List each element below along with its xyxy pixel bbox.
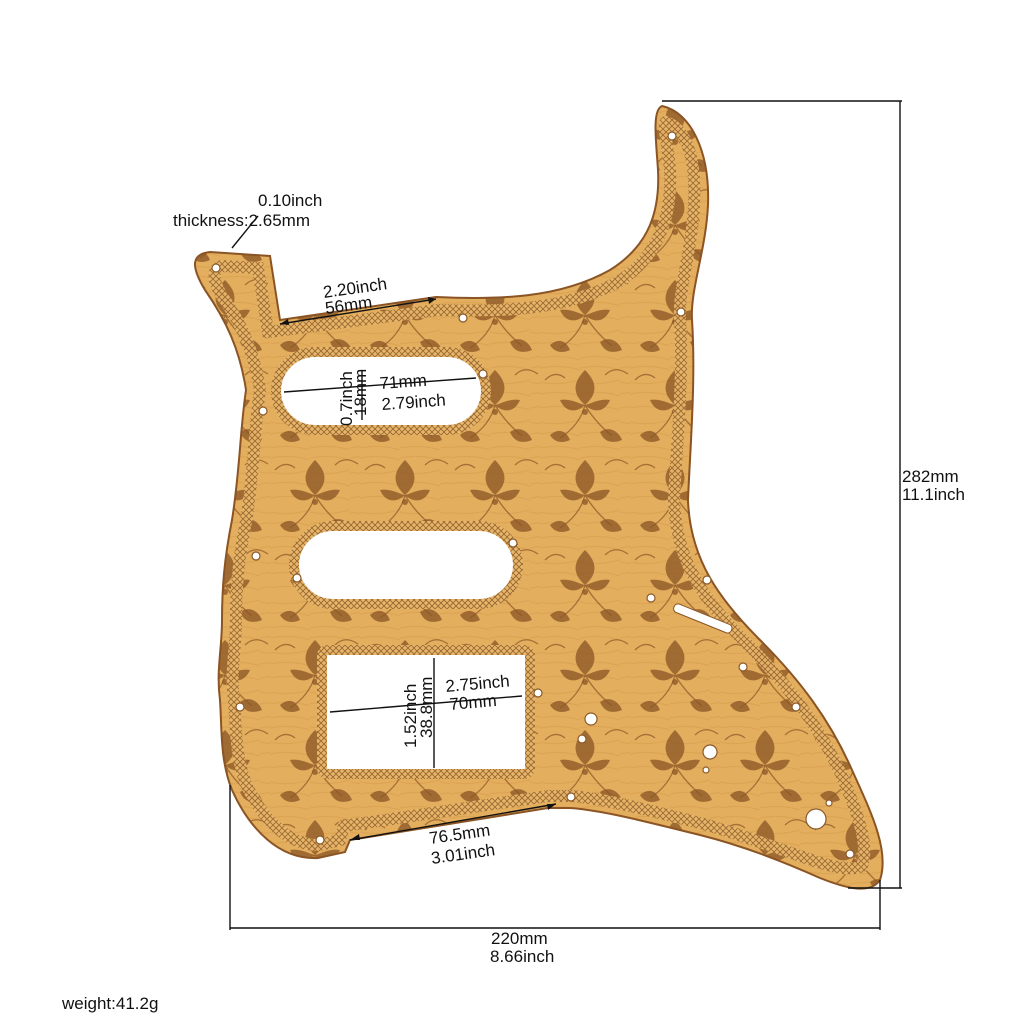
- hum-height-inch-label: 1.52inch: [401, 684, 420, 748]
- weight-label: weight:41.2g: [61, 994, 158, 1013]
- neck-height-inch-label: 0.7inch: [337, 371, 356, 426]
- middle-pickup-cutout: [289, 521, 523, 609]
- height-inch-label: 11.1inch: [902, 485, 965, 504]
- switch-slot: [673, 603, 733, 634]
- neck-length-mm-label: 71mm: [379, 371, 427, 393]
- pickguard-border-band: [208, 115, 871, 875]
- width-mm-label: 220mm: [491, 929, 548, 948]
- thickness-mm-label: thickness:2.65mm: [173, 211, 310, 230]
- hum-length-mm-label: 70mm: [449, 691, 498, 714]
- dimension-lines: [229, 100, 902, 930]
- screw-holes: [211, 131, 855, 859]
- height-mm-label: 282mm: [902, 467, 959, 486]
- neck-length-inch-label: 2.79inch: [381, 391, 446, 414]
- width-inch-label: 8.66inch: [490, 947, 554, 966]
- neck-pickup-cutout: [271, 347, 491, 435]
- pickup-cutouts: [271, 347, 733, 779]
- neck-height-mm-label: 18mm: [351, 369, 370, 416]
- hum-height-mm-label: 38.8mm: [417, 677, 436, 738]
- thickness-inch-label: 0.10inch: [258, 191, 322, 210]
- humbucker-cutout: [317, 645, 535, 779]
